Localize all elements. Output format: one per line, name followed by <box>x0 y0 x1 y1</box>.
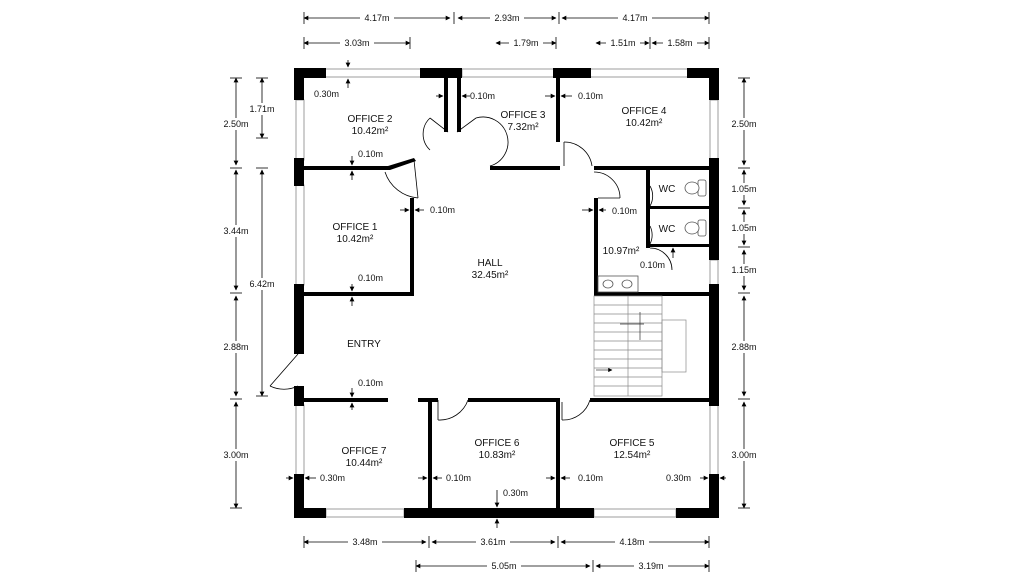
walls <box>294 68 719 518</box>
room-office6-area: 10.83m² <box>479 450 516 461</box>
wall-label-o2-top: 0.30m <box>314 89 339 99</box>
room-office3-name: OFFICE 3 <box>500 110 545 121</box>
room-office3-area: 7.32m² <box>507 122 539 133</box>
dim-right-2: 1.05m <box>731 184 756 194</box>
dim-left-4: 3.00m <box>223 450 248 460</box>
room-office5-area: 12.54m² <box>614 450 651 461</box>
wall-label-o6-bottom: 0.30m <box>503 488 528 498</box>
staircase <box>593 295 687 397</box>
fixtures <box>597 179 707 293</box>
toilet-bowl-icon <box>684 221 700 235</box>
dim-right-5: 2.88m <box>731 342 756 352</box>
room-office2-area: 10.42m² <box>352 126 389 137</box>
dim-right-4: 1.15m <box>731 265 756 275</box>
doors <box>269 116 673 421</box>
dim-top-2-a: 3.03m <box>344 38 369 48</box>
room-wc2-name: WC <box>659 224 676 235</box>
wall-label-o5-right: 0.30m <box>666 473 691 483</box>
wall-label-entry-bottom: 0.10m <box>358 378 383 388</box>
dim-left-3: 2.88m <box>223 342 248 352</box>
sink-icon <box>621 279 633 289</box>
room-office7-name: OFFICE 7 <box>341 446 386 457</box>
wall-label-o3-o4: 0.10m <box>578 91 603 101</box>
dim-left-inner-1: 1.71m <box>249 104 274 114</box>
wall-label-o1-right: 0.10m <box>430 205 455 215</box>
room-office1-name: OFFICE 1 <box>332 222 377 233</box>
dim-top-2-d: 1.58m <box>667 38 692 48</box>
wall-label-o2-o3: 0.10m <box>470 91 495 101</box>
dim-bottom-2-b: 3.19m <box>638 561 663 571</box>
dim-top-1-c: 4.17m <box>622 13 647 23</box>
room-office7-area: 10.44m² <box>346 458 383 469</box>
room-labels: OFFICE 2 10.42m² OFFICE 3 7.32m² OFFICE … <box>332 106 675 469</box>
wall-label-wc-bottom: 0.10m <box>640 260 665 270</box>
dim-bottom-1-b: 3.61m <box>480 537 505 547</box>
dim-bottom-1-a: 3.48m <box>352 537 377 547</box>
wall-label-o7-o6: 0.10m <box>446 473 471 483</box>
room-hall-name: HALL <box>477 258 502 269</box>
dim-right-3: 1.05m <box>731 223 756 233</box>
dim-top-1-a: 4.17m <box>364 13 389 23</box>
room-hall-area: 32.45m² <box>472 270 509 281</box>
wall-label-o6-o5: 0.10m <box>578 473 603 483</box>
dim-right-6: 3.00m <box>731 450 756 460</box>
dim-bottom-1-c: 4.18m <box>619 537 644 547</box>
dim-right-1: 2.50m <box>731 119 756 129</box>
room-office1-area: 10.42m² <box>337 234 374 245</box>
room-wc1-name: WC <box>659 184 676 195</box>
dim-top-1-b: 2.93m <box>494 13 519 23</box>
wall-thickness-labels: 0.30m 0.10m 0.10m 0.10m 0.10m 0.10m 0.10… <box>286 60 726 528</box>
room-wc-area: 10.97m² <box>603 246 640 257</box>
dim-top-2-c: 1.51m <box>610 38 635 48</box>
dim-left-2: 3.44m <box>223 226 248 236</box>
dimension-labels: 4.17m 2.93m 4.17m 3.03m 1.79m 1.51m 1.58… <box>219 11 761 571</box>
dim-left-1: 2.50m <box>223 119 248 129</box>
room-office4-name: OFFICE 4 <box>621 106 666 117</box>
room-office6-name: OFFICE 6 <box>474 438 519 449</box>
room-office5-name: OFFICE 5 <box>609 438 654 449</box>
room-entry-name: ENTRY <box>347 339 381 350</box>
wall-label-o2-bottom: 0.10m <box>358 149 383 159</box>
room-office2-name: OFFICE 2 <box>347 114 392 125</box>
wall-label-o7-left: 0.30m <box>320 473 345 483</box>
dim-bottom-2-a: 5.05m <box>491 561 516 571</box>
room-office4-area: 10.42m² <box>626 118 663 129</box>
wall-label-wc-left: 0.10m <box>612 206 637 216</box>
sink-icon <box>602 279 614 289</box>
dim-top-2-b: 1.79m <box>513 38 538 48</box>
toilet-bowl-icon <box>684 181 700 195</box>
dim-left-inner-2: 6.42m <box>249 279 274 289</box>
wall-label-o1-bottom: 0.10m <box>358 273 383 283</box>
